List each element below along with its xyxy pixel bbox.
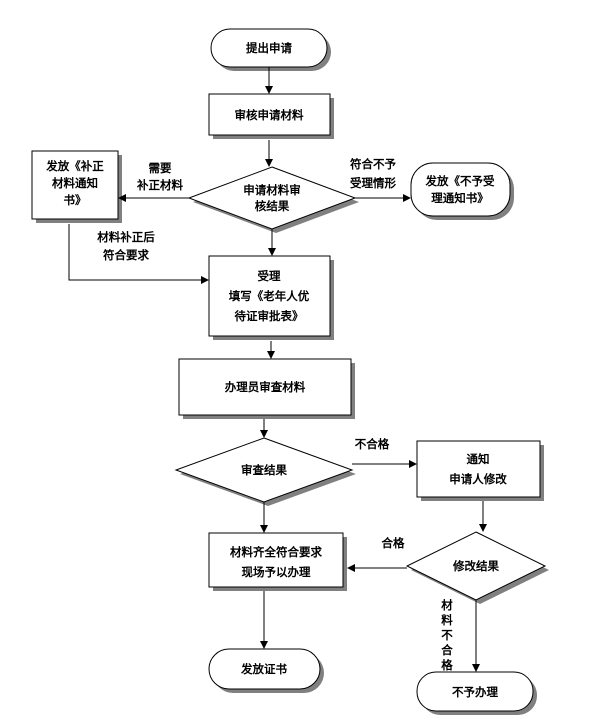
label-still-fail-5: 格 bbox=[441, 658, 453, 672]
label-after-supplement-line2: 符合要求 bbox=[103, 248, 149, 262]
modify-result-label: 修改结果 bbox=[452, 559, 499, 573]
label-still-fail-2: 料 bbox=[441, 613, 453, 627]
check-result-label: 审查结果 bbox=[241, 463, 287, 477]
modify-result-decision: 修改结果 bbox=[405, 531, 549, 604]
review-materials-node: 审核申请材料 bbox=[208, 93, 334, 139]
not-handle-node: 不予办理 bbox=[416, 671, 537, 715]
arrow-supplement-to-accept bbox=[68, 224, 209, 284]
issue-reject-node: 发放《不予受 理通知书》 bbox=[410, 162, 514, 220]
clerk-review-node: 办理员审查材料 bbox=[178, 358, 355, 419]
accept-node: 受理 填写《老年人优 待证审批表》 bbox=[208, 255, 334, 340]
notify-node: 通知 申请人修改 bbox=[416, 440, 544, 501]
on-site-node: 材料齐全符合要求 现场予以办理 bbox=[208, 532, 347, 591]
notify-line2: 申请人修改 bbox=[449, 472, 507, 486]
label-still-fail-1: 材 bbox=[441, 598, 453, 612]
accept-line1: 受理 bbox=[258, 269, 281, 283]
on-site-line1: 材料齐全符合要求 bbox=[230, 545, 322, 559]
issue-cert-label: 发放证书 bbox=[240, 662, 287, 676]
label-reject-line2: 受理情形 bbox=[350, 176, 396, 190]
submit-label: 提出申请 bbox=[246, 41, 292, 55]
label-still-fail-4: 合 bbox=[441, 643, 453, 657]
issue-reject-line1: 发放《不予受 bbox=[425, 174, 495, 188]
submit-node: 提出申请 bbox=[210, 28, 331, 71]
clerk-review-label: 办理员审查材料 bbox=[225, 380, 306, 394]
label-fail: 不合格 bbox=[355, 437, 390, 451]
issue-supplement-line2: 材料通知 bbox=[52, 176, 98, 190]
review-result-decision: 申请材料审 核结果 bbox=[187, 166, 359, 233]
accept-line2: 填写《老年人优 bbox=[229, 289, 310, 303]
check-result-decision: 审查结果 bbox=[174, 437, 356, 506]
label-pass: 合格 bbox=[382, 536, 405, 550]
issue-supplement-line3: 书》 bbox=[64, 193, 87, 207]
review-result-line1: 申请材料审 bbox=[243, 183, 301, 197]
accept-line3: 待证审批表》 bbox=[235, 309, 304, 323]
label-still-fail-3: 不 bbox=[441, 628, 453, 642]
issue-supplement-line1: 发放《补正 bbox=[45, 159, 104, 173]
issue-supplement-node: 发放《补正 材料通知 书》 bbox=[31, 150, 122, 223]
label-after-supplement-line1: 材料补正后 bbox=[97, 230, 155, 244]
label-need-line2: 补正材料 bbox=[136, 178, 183, 192]
label-need-line1: 需要 bbox=[149, 161, 172, 175]
notify-line1: 通知 bbox=[467, 452, 490, 466]
label-reject-line1: 符合不予 bbox=[350, 157, 396, 171]
not-handle-label: 不予办理 bbox=[452, 685, 498, 699]
issue-reject-line2: 理通知书》 bbox=[431, 191, 489, 205]
issue-cert-node: 发放证书 bbox=[208, 648, 324, 693]
on-site-line2: 现场予以办理 bbox=[242, 565, 311, 579]
review-materials-label: 审核申请材料 bbox=[235, 108, 304, 122]
review-result-line2: 核结果 bbox=[255, 199, 290, 213]
